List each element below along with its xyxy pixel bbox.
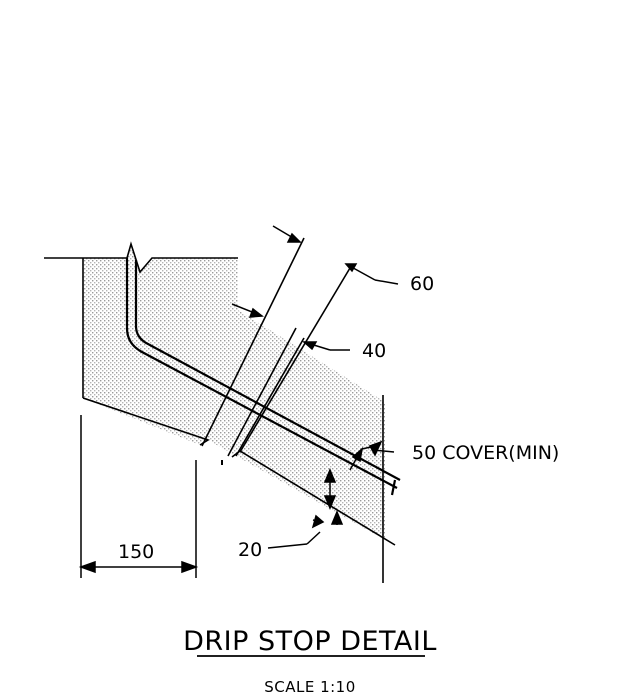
dimension-40 — [302, 341, 350, 351]
scale-label: SCALE 1:10 — [264, 678, 356, 696]
dim-label-cover: 50 COVER(MIN) — [412, 442, 559, 464]
dimension-cover — [349, 440, 395, 471]
reinforcement-bar — [125, 258, 401, 496]
dim-label-40: 40 — [362, 340, 386, 362]
detail-title: DRIP STOP DETAIL — [183, 626, 437, 657]
dim-label-60: 60 — [410, 273, 434, 295]
dimension-150 — [78, 415, 223, 578]
dimension-60 — [231, 225, 399, 318]
drip-stop-groove — [201, 237, 351, 457]
dim-label-20: 20 — [238, 539, 262, 561]
dim-label-150: 150 — [118, 541, 154, 563]
dimension-20 — [267, 468, 344, 549]
concrete-section — [83, 244, 385, 540]
